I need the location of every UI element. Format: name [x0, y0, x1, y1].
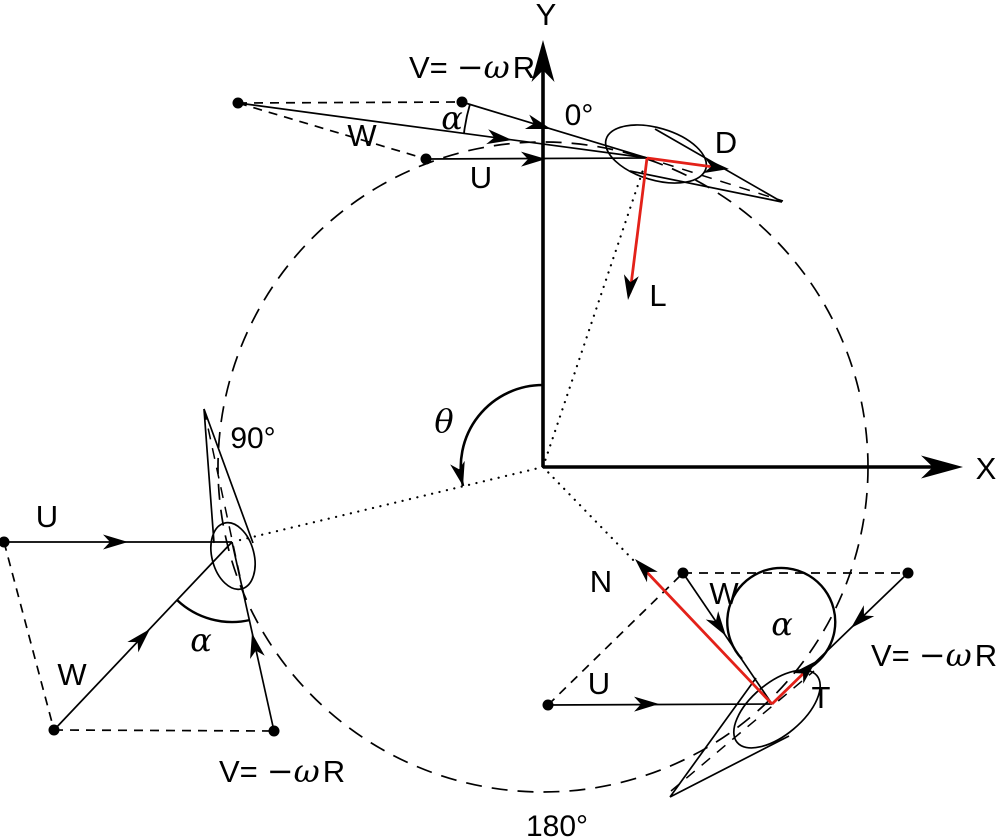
- vertex-dot: [268, 725, 280, 737]
- theta-label: θ: [434, 402, 453, 440]
- vertex-dot: [542, 699, 554, 711]
- v-omega-r-label-180deg: V=−ωR: [871, 636, 997, 674]
- v-omega-r-label-90deg: V=−ωR: [219, 752, 345, 790]
- v-arrowhead-90deg: [250, 633, 265, 660]
- theta-arc-arrowhead: [450, 460, 465, 486]
- blade-0deg-assembly: V=−ωR α 0° W U D L: [232, 48, 784, 313]
- arrowheads-layer: [103, 40, 963, 712]
- parallelogram-dashed-u-0deg: [237, 101, 463, 104]
- lift-arrowhead: [623, 274, 639, 300]
- parallelogram-dashed-u-90deg: [53, 729, 275, 732]
- alpha-label-180deg: α: [771, 605, 793, 643]
- v-vector-0deg: [461, 101, 648, 159]
- w-vector-0deg: [237, 102, 648, 159]
- w-label-90deg: W: [57, 657, 87, 692]
- normal-label: N: [590, 564, 612, 599]
- vertex-dot: [0, 536, 10, 548]
- u-label-0deg: U: [470, 160, 492, 195]
- v-omega-r-label-0deg: V=−ωR: [409, 48, 535, 86]
- radius-to-0deg-blade: [541, 165, 646, 469]
- w-arrowhead-90deg: [127, 629, 150, 653]
- airfoil-90deg: [203, 408, 256, 601]
- airfoil-nose-ellipse: [210, 521, 256, 591]
- vertex-dot: [232, 97, 244, 109]
- parallelogram-dashed-v-180deg: [547, 572, 684, 706]
- w-label-0deg: W: [347, 118, 377, 153]
- u-vector-180deg: [547, 703, 773, 706]
- alpha-label-0deg: α: [441, 99, 463, 137]
- theta-arc: [459, 383, 544, 487]
- tangential-force-vector-red: [771, 666, 810, 706]
- alpha-arc-0deg: [463, 103, 471, 134]
- normal-arrowhead: [635, 559, 658, 583]
- w-vector-180deg: [682, 572, 773, 705]
- lift-vector-red: [628, 157, 649, 294]
- airfoil-trailing-lines: [203, 408, 254, 544]
- w-arrowhead-0deg: [486, 129, 512, 145]
- airfoil-chord-dashed: [670, 670, 815, 792]
- normal-force-vector-red: [639, 565, 774, 705]
- airfoil-nose-ellipse: [732, 669, 822, 749]
- airfoil-trailing-lines: [669, 677, 790, 798]
- u-arrowhead-0deg: [520, 151, 546, 167]
- radius-lines: [234, 165, 646, 567]
- v-arrowhead-0deg: [524, 114, 551, 129]
- x-axis-arrowhead: [921, 455, 963, 479]
- tangential-label: T: [812, 680, 831, 715]
- vertex-dot: [48, 724, 60, 736]
- airfoil-chord-dashed: [203, 408, 246, 601]
- parallelogram-dashed-v-0deg: [237, 102, 427, 160]
- theta-azimuth-arc: θ: [434, 383, 544, 487]
- blade-180deg-assembly: N W U α T V=−ωR 180°: [526, 564, 997, 840]
- alpha-label-90deg: α: [190, 621, 212, 659]
- alpha-arc-90deg: [176, 599, 251, 624]
- y-axis-arrowhead: [531, 40, 555, 82]
- vertex-dot: [456, 96, 468, 108]
- alpha-arc-180deg: [726, 566, 837, 669]
- u-arrowhead-90deg: [103, 534, 128, 550]
- airfoil-chord-dashed: [643, 156, 784, 202]
- x-axis-label: X: [976, 451, 997, 486]
- drag-arrowhead: [703, 158, 729, 174]
- radius-to-180deg-blade: [541, 465, 640, 567]
- v-arrowhead-180deg: [851, 605, 875, 628]
- tangential-arrowhead: [792, 661, 816, 684]
- azimuth-label-180deg: 180°: [526, 810, 588, 840]
- radius-to-90deg-blade: [234, 465, 545, 543]
- y-axis-label: Y: [536, 0, 557, 32]
- azimuth-label-90deg: 90°: [230, 422, 275, 455]
- u-label-90deg: U: [36, 499, 58, 534]
- vertex-dot: [902, 567, 914, 579]
- airfoil-nose-ellipse: [604, 124, 708, 184]
- lift-label: L: [649, 278, 666, 313]
- airfoil-180deg: [669, 669, 822, 798]
- vertex-dot: [677, 567, 689, 579]
- parallelogram-dashed-v-90deg: [3, 541, 55, 731]
- azimuth-label-0deg: 0°: [565, 99, 594, 132]
- u-arrowhead-180deg: [633, 696, 659, 712]
- blade-90deg-assembly: U W α 90° V=−ωR: [0, 408, 345, 790]
- drag-label: D: [715, 125, 737, 160]
- coordinate-axes: X Y: [536, 0, 997, 486]
- w-label-180deg: W: [709, 576, 739, 611]
- vertex-dot: [420, 153, 432, 165]
- w-arrowhead-180deg: [705, 611, 726, 636]
- drag-vector-red: [646, 156, 722, 170]
- u-label-180deg: U: [588, 666, 610, 701]
